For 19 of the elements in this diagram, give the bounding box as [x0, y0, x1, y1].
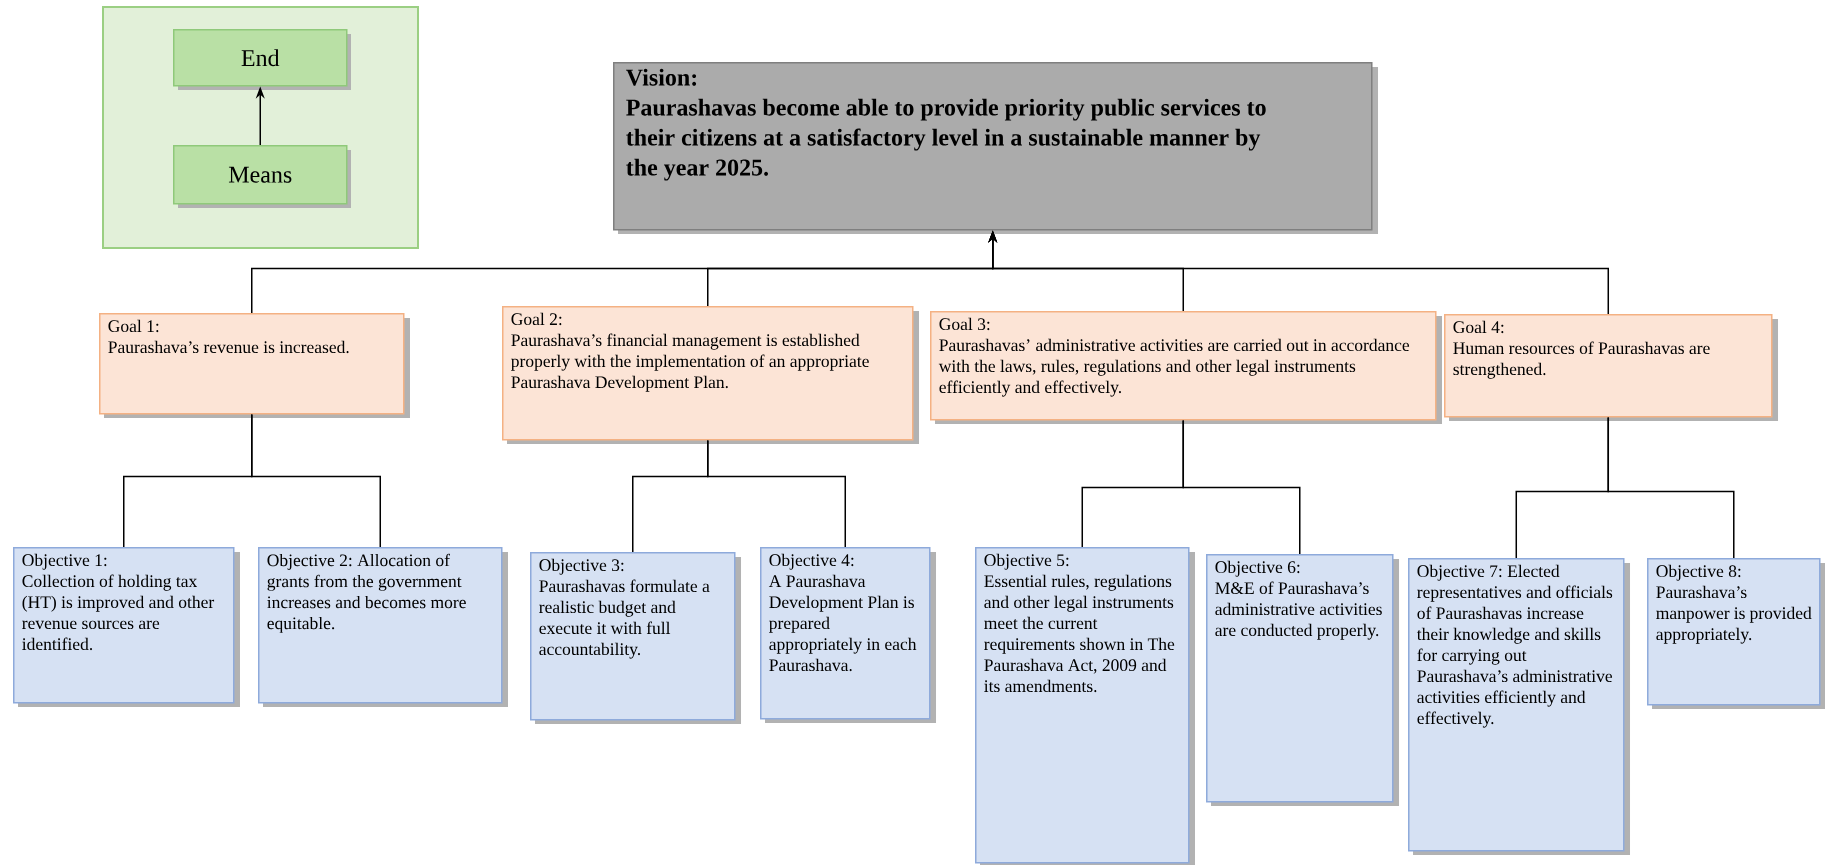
- vision-box: Vision: Paurashavas become able to provide priority public services to their citizens at a satisfactory level in a sustainable manner by the year 2025.: [613, 62, 1378, 234]
- connector-line: [251, 413, 381, 548]
- objective-box: Objective 3: Paurashavas formulate a realistic budget and execute it with full accountability.: [530, 552, 741, 724]
- connector-line: [707, 439, 846, 548]
- objective-box: Objective 8: Paurashava’s manpower is provided appropriately.: [1647, 558, 1825, 709]
- goal-box: Goal 1: Paurashava’s revenue is increased.: [99, 313, 410, 418]
- objective-box: Objective 4: A Paurashava Development Plan is prepared appropriately in each Paurashava.: [760, 547, 936, 723]
- objective-box: Objective 1: Collection of holding tax (HT) is improved and other revenue sources are identified.: [13, 547, 240, 707]
- goal-box: Goal 2: Paurashava’s financial management is established properly with the implementation of an appropriate Paurashava Development Plan.: [502, 306, 919, 444]
- objective-box: Objective 7: Elected representatives and officials of Paurashavas increase their knowledge and skills for carrying out Paurashava’s administrative activities efficiently and effectively.: [1408, 558, 1630, 855]
- legend-box: Means: [173, 145, 351, 208]
- objective-box: Objective 6: M&E of Paurashava’s administrative activities are conducted properly.: [1206, 554, 1399, 806]
- connector-line: [1607, 416, 1735, 559]
- goal-box: Goal 3: Paurashavas’ administrative activities are carried out in accordance with the laws, rules, regulations and other legal instruments efficiently and effectively.: [930, 311, 1442, 424]
- legend-box: End: [173, 29, 351, 90]
- objective-box: Objective 5: Essential rules, regulations and other legal instruments meet the current requirements shown in The Paurashava Act, 2009 and its amendments.: [975, 547, 1195, 865]
- objective-box: Objective 2: Allocation of grants from the government increases and becomes more equitable.: [258, 547, 508, 707]
- goal-box: Goal 4: Human resources of Paurashavas are strengthened.: [1444, 314, 1778, 421]
- connector-line: [1182, 419, 1301, 555]
